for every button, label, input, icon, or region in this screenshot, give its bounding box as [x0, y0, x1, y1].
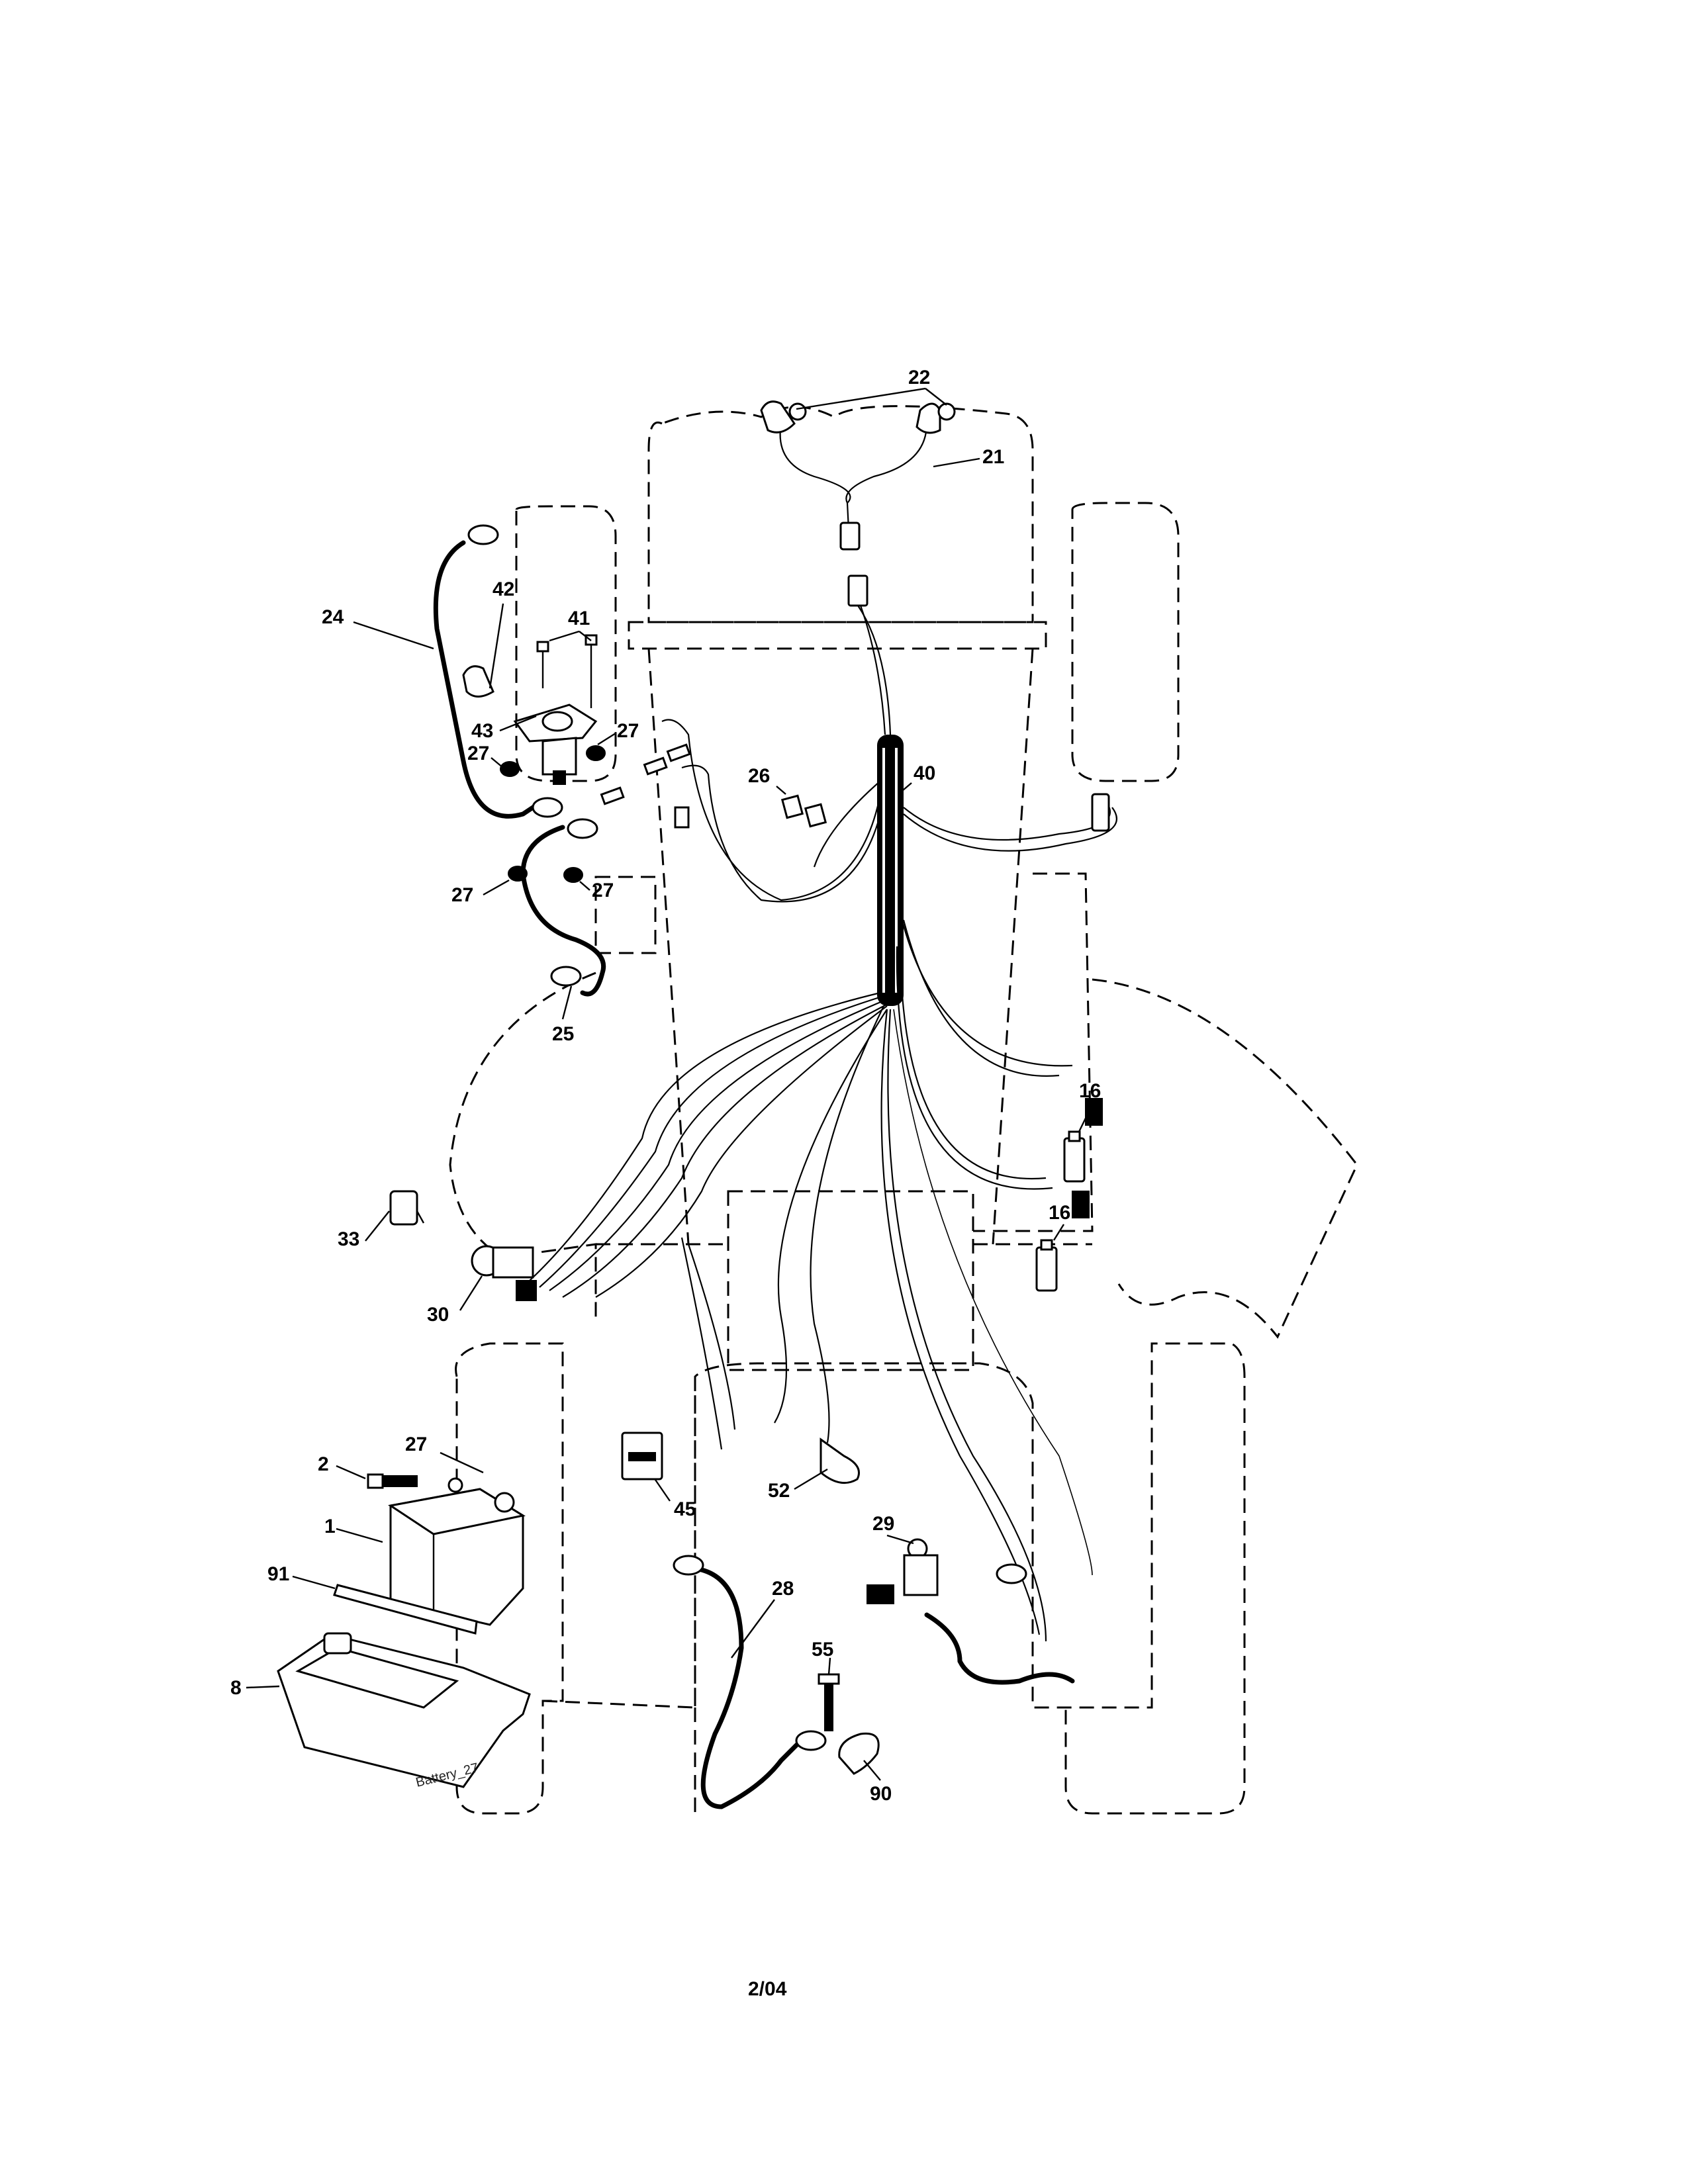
callout-90: 90: [870, 1783, 892, 1805]
callout-30: 30: [427, 1304, 449, 1326]
harness-branches: [529, 719, 1117, 1642]
callout-27-b: 27: [467, 743, 489, 764]
headlight-harness: [760, 400, 956, 551]
callout-40: 40: [914, 762, 935, 784]
callout-27-e: 27: [405, 1433, 427, 1455]
interlock-switch-upper: [1063, 1130, 1086, 1183]
battery-tray: [277, 1632, 531, 1788]
callout-1: 1: [324, 1516, 336, 1537]
callout-45: 45: [674, 1498, 696, 1520]
callout-52: 52: [768, 1480, 790, 1502]
callout-41: 41: [568, 608, 590, 629]
ground-bolt: [818, 1673, 840, 1731]
coiled-loom: [877, 735, 904, 1006]
ground-cable: [673, 1555, 827, 1809]
callout-24: 24: [322, 606, 344, 628]
main-harness-trunk: [847, 574, 904, 1006]
callout-42: 42: [492, 578, 514, 600]
callout-26: 26: [748, 765, 770, 787]
callout-21: 21: [982, 446, 1004, 468]
hour-meter: [621, 1432, 663, 1480]
callout-16-a: 16: [1079, 1080, 1101, 1102]
interlock-switch-lower: [1035, 1239, 1058, 1292]
callout-2: 2: [318, 1453, 329, 1475]
callout-29: 29: [872, 1513, 894, 1535]
battery: [388, 1477, 526, 1626]
cable-24: [433, 524, 545, 819]
relay: [867, 1538, 939, 1604]
connector-26: [780, 794, 827, 828]
callout-22: 22: [908, 367, 930, 388]
terminal-boot: [838, 1732, 880, 1775]
callout-16-b: 16: [1049, 1202, 1070, 1224]
pto-coil-lead: [924, 1563, 1075, 1685]
terminal-leads: [600, 743, 691, 829]
battery-bolt: [367, 1473, 418, 1489]
callout-27-a: 27: [617, 720, 639, 742]
callout-43: 43: [471, 720, 493, 742]
ignition-key: [389, 1190, 425, 1226]
callout-27-d: 27: [592, 880, 614, 901]
tractor-outline: [449, 405, 1358, 1815]
callout-labels: 22 21 42 41 24 43 27 27 27 27 26 40 25 1…: [230, 367, 1101, 1805]
leader-lines: [246, 387, 1095, 1781]
ignition-switch: [471, 1245, 537, 1301]
hold-down-strap: [333, 1584, 478, 1635]
page-footer: 2/04: [748, 1978, 787, 2000]
callout-55: 55: [812, 1639, 833, 1661]
fuse-holder: [820, 1437, 860, 1484]
callout-28: 28: [772, 1578, 794, 1600]
callout-8: 8: [230, 1677, 242, 1699]
callout-91: 91: [267, 1563, 289, 1585]
solenoid-assembly: [462, 634, 598, 785]
callout-33: 33: [338, 1228, 359, 1250]
cable-25: [520, 797, 606, 997]
callout-25: 25: [552, 1023, 574, 1045]
callout-27-c: 27: [451, 884, 473, 906]
